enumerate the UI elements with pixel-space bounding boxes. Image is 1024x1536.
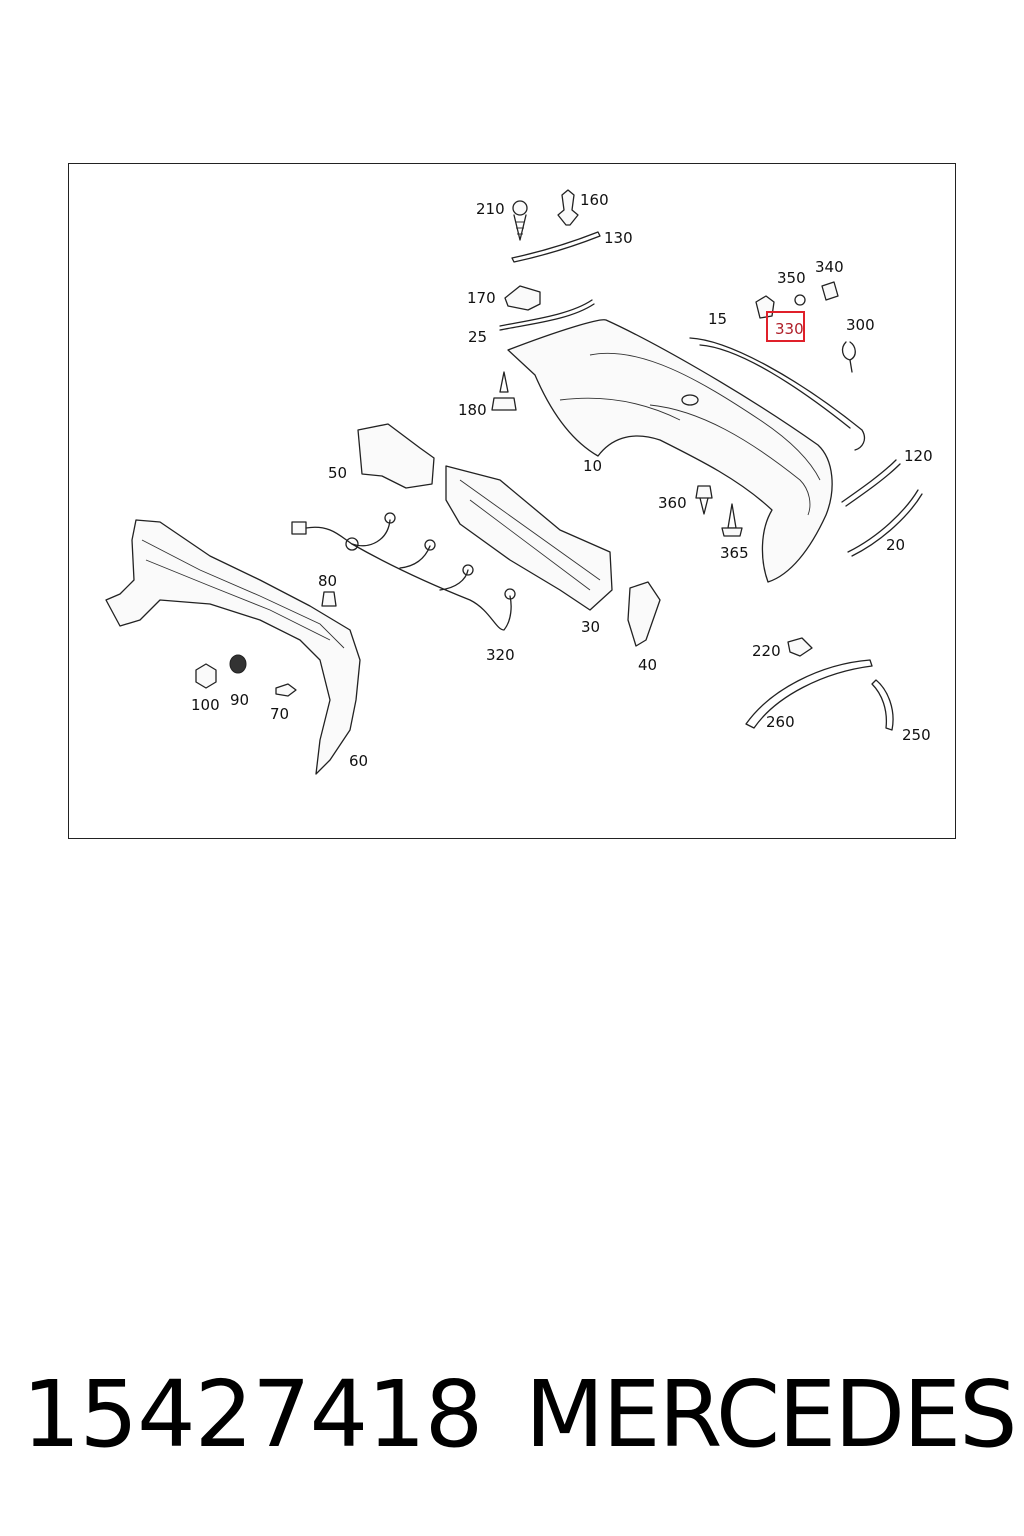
callout-100: 100 [191,696,220,714]
callout-260: 260 [766,713,795,731]
carrier-60-drawing [105,519,361,775]
clip-350-drawing [755,295,775,319]
bumper-cover-10-drawing [507,319,833,583]
callout-130: 130 [604,229,633,247]
callout-210: 210 [476,200,505,218]
part-number: 15427418 [22,1361,483,1468]
callout-90: 90 [230,691,249,709]
strip-120-drawing [841,459,901,507]
callout-250: 250 [902,726,931,744]
callout-330: 330 [775,320,804,338]
strip-130-drawing [511,231,601,263]
callout-15: 15 [708,310,727,328]
clip-160-drawing [557,189,579,226]
callout-30: 30 [581,618,600,636]
highlight-box-330 [766,311,805,342]
callout-10: 10 [583,457,602,475]
callout-180: 180 [458,401,487,419]
strip-25-drawing [499,299,595,331]
grommet-340-drawing [794,294,806,306]
callout-80: 80 [318,572,337,590]
callout-220: 220 [752,642,781,660]
bracket-50-drawing [357,423,435,489]
callout-320: 320 [486,646,515,664]
diagram-frame [68,163,956,839]
callout-25: 25 [468,328,487,346]
clip-220-drawing [787,637,813,657]
callout-365: 365 [720,544,749,562]
trim-260-drawing [745,659,873,729]
harness-320-drawing [291,512,516,631]
bolt-70-drawing [275,683,297,697]
callout-160: 160 [580,191,609,209]
callout-120: 120 [904,447,933,465]
screw-365-drawing [721,503,743,537]
nut-100-drawing [195,663,217,689]
bolt-180-drawing [491,371,517,411]
callout-350: 350 [777,269,806,287]
callout-20: 20 [886,536,905,554]
callout-170: 170 [467,289,496,307]
fastener-360-drawing [695,485,713,515]
bracket-40-drawing [627,581,661,647]
strip-15-drawing [689,337,866,451]
absorber-30-drawing [445,465,613,611]
callout-340: 340 [815,258,844,276]
bracket-170-drawing [504,285,541,311]
callout-360: 360 [658,494,687,512]
clip-80-drawing [321,591,337,607]
washer-90-drawing [229,654,247,674]
hook-300-drawing [841,341,856,373]
callout-70: 70 [270,705,289,723]
trim-250-drawing [871,679,894,731]
absorber-30-ribs [459,479,601,591]
callout-40: 40 [638,656,657,674]
callout-50: 50 [328,464,347,482]
strip-20-drawing [847,489,923,557]
clip-340-drawing [821,281,839,301]
brand-name: MERCEDES [525,1361,1018,1468]
callout-60: 60 [349,752,368,770]
footer: 15427418 MERCEDES [0,1360,1024,1470]
callout-300: 300 [846,316,875,334]
screw-210-drawing [512,200,528,241]
